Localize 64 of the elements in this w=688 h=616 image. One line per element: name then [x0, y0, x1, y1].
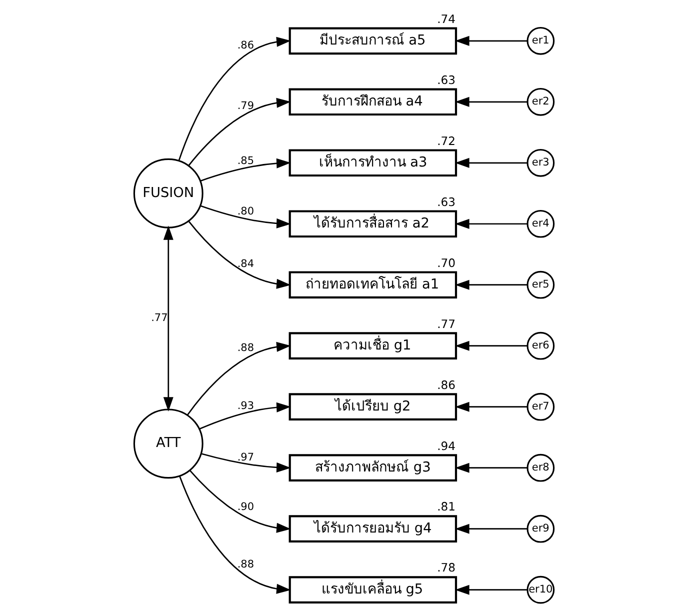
node-circle: er7	[526, 392, 555, 421]
node-label: .81	[437, 500, 456, 514]
edge-label: .77	[151, 312, 168, 324]
arrow	[454, 584, 528, 595]
node-circle: er3	[526, 148, 555, 177]
node-label: .70	[437, 256, 456, 270]
node-box: รับการฝึกสอน a4	[288, 88, 458, 116]
arrow	[454, 280, 528, 290]
node-circle: er10	[526, 576, 555, 604]
node-box: ได้เปรียบ g2	[288, 393, 458, 421]
arrow	[454, 402, 528, 412]
edge-label: .79	[237, 100, 254, 112]
arrow	[179, 476, 291, 594]
node-box: ได้รับการยอมรับ g4	[288, 515, 458, 542]
edge-label: .90	[237, 500, 254, 513]
arrow	[454, 524, 528, 534]
node-circle: er9	[526, 514, 555, 543]
arrow	[454, 340, 528, 351]
node-label: .78	[437, 560, 456, 575]
node-box: สร้างภาพลักษณ์ g3	[288, 454, 458, 482]
node-box: ความเชื่อ g1	[288, 332, 458, 360]
edge-label: .93	[237, 400, 254, 412]
edge-label: .80	[237, 205, 254, 218]
edge-label: .88	[237, 558, 254, 571]
arrow	[163, 226, 174, 412]
arrow	[187, 342, 291, 416]
node-label: .74	[437, 12, 456, 26]
node-box: เห็นการทำงาน a3	[288, 149, 458, 177]
node-circle: er4	[526, 210, 555, 238]
node-circle: ATT	[133, 408, 204, 479]
node-circle: er2	[526, 88, 555, 116]
edge-label: .85	[237, 154, 254, 167]
node-label: .63	[437, 194, 456, 209]
arrow	[454, 96, 528, 107]
node-box: ถ่ายทอดเทคโนโลยี a1	[288, 271, 458, 299]
node-box: ได้รับการสื่อสาร a2	[288, 210, 458, 238]
node-label: .72	[437, 134, 456, 148]
arrow	[188, 98, 291, 166]
node-label: .77	[437, 316, 456, 331]
arrow	[199, 402, 291, 430]
edge-label: .88	[237, 342, 254, 354]
edge-label: .97	[237, 451, 254, 464]
arrow	[454, 36, 528, 46]
edge-label: .86	[237, 39, 254, 52]
arrow	[454, 462, 528, 473]
edge-label: .84	[237, 258, 254, 270]
node-label: .86	[437, 378, 456, 392]
arrow	[178, 36, 291, 161]
node-circle: er6	[526, 332, 555, 360]
arrow	[188, 220, 291, 289]
node-label: .63	[437, 72, 456, 87]
node-circle: er5	[526, 270, 555, 299]
node-label: .94	[437, 438, 456, 453]
node-box: มีประสบการณ์ a5	[288, 27, 458, 55]
arrow	[454, 158, 528, 168]
arrow	[201, 453, 291, 472]
arrow	[190, 470, 291, 533]
node-box: แรงขับเคลื่อน g5	[288, 576, 458, 604]
node-circle: er1	[526, 26, 555, 55]
arrow	[454, 218, 528, 229]
node-circle: er8	[526, 454, 555, 482]
arrow	[200, 205, 291, 228]
node-circle: FUSION	[133, 158, 204, 228]
arrow	[200, 158, 291, 182]
